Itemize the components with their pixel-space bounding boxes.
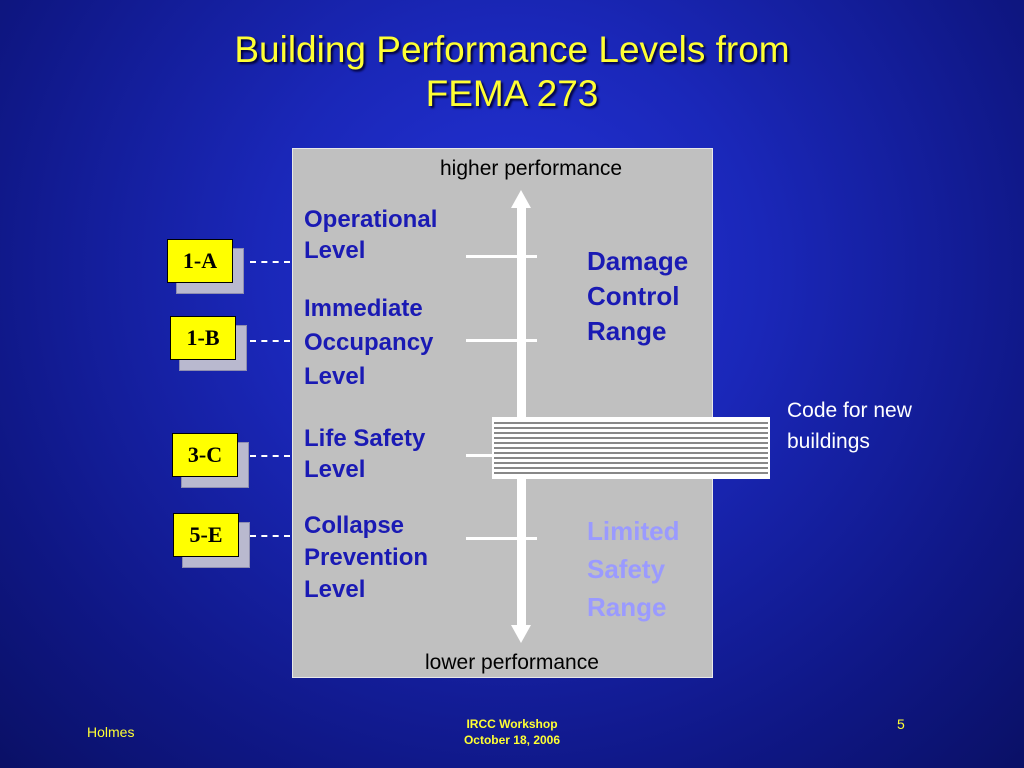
level-line: Level — [304, 456, 366, 483]
range-line: Limited — [587, 516, 680, 546]
lower-performance-label: lower performance — [425, 651, 599, 674]
level-line: Operational — [304, 206, 438, 233]
arrow-up-icon — [511, 190, 531, 208]
level-line: Level — [304, 576, 366, 603]
badge-1b: 1-B — [170, 316, 236, 360]
life-safety-level-label: Life Safety Level — [304, 423, 425, 485]
level-line: Level — [304, 237, 366, 264]
footer-page-number: 5 — [897, 716, 905, 732]
level-line: Collapse — [304, 512, 405, 539]
badge-1a: 1-A — [167, 239, 233, 283]
range-line: Control — [587, 281, 680, 311]
damage-control-range-label: Damage Control Range — [587, 244, 688, 349]
footer-event-name: IRCC Workshop — [466, 717, 558, 731]
dashed-connector — [250, 535, 290, 537]
code-for-new-buildings-label: Code for new buildings — [787, 395, 912, 457]
limited-safety-range-label: Limited Safety Range — [587, 512, 679, 626]
immediate-occupancy-level-label: Immediate Occupancy Level — [304, 292, 433, 394]
title-line-2: FEMA 273 — [425, 73, 599, 114]
dashed-connector — [250, 340, 290, 342]
badge-3c: 3-C — [172, 433, 238, 477]
title-line-1: Building Performance Levels from — [234, 29, 790, 70]
higher-performance-label: higher performance — [440, 157, 623, 180]
code-label-line: buildings — [787, 430, 870, 453]
collapse-prevention-level-label: Collapse Prevention Level — [304, 510, 428, 606]
range-line: Safety — [587, 554, 666, 584]
collapse-prevention-tick — [466, 537, 537, 540]
code-label-line: Code for new — [787, 399, 912, 422]
level-line: Occupancy — [304, 329, 434, 356]
dashed-connector — [250, 455, 290, 457]
operational-level-label: Operational Level — [304, 204, 437, 266]
level-line: Prevention — [304, 544, 429, 571]
dashed-connector — [250, 261, 290, 263]
footer-event-date: October 18, 2006 — [463, 733, 561, 747]
level-line: Life Safety — [304, 425, 426, 452]
slide-title: Building Performance Levels from FEMA 27… — [0, 28, 1024, 116]
footer-event: IRCC Workshop October 18, 2006 — [412, 716, 612, 748]
range-line: Range — [587, 592, 667, 622]
range-line: Range — [587, 316, 667, 346]
footer-author: Holmes — [87, 724, 135, 740]
arrow-down-icon — [511, 625, 531, 643]
badge-5e: 5-E — [173, 513, 239, 557]
range-line: Damage — [587, 246, 689, 276]
code-for-new-buildings-band — [492, 417, 770, 479]
operational-level-tick — [466, 255, 537, 258]
immediate-occupancy-tick — [466, 339, 537, 342]
level-line: Level — [304, 363, 366, 390]
performance-diagram-panel — [292, 148, 713, 678]
level-line: Immediate — [304, 295, 423, 322]
